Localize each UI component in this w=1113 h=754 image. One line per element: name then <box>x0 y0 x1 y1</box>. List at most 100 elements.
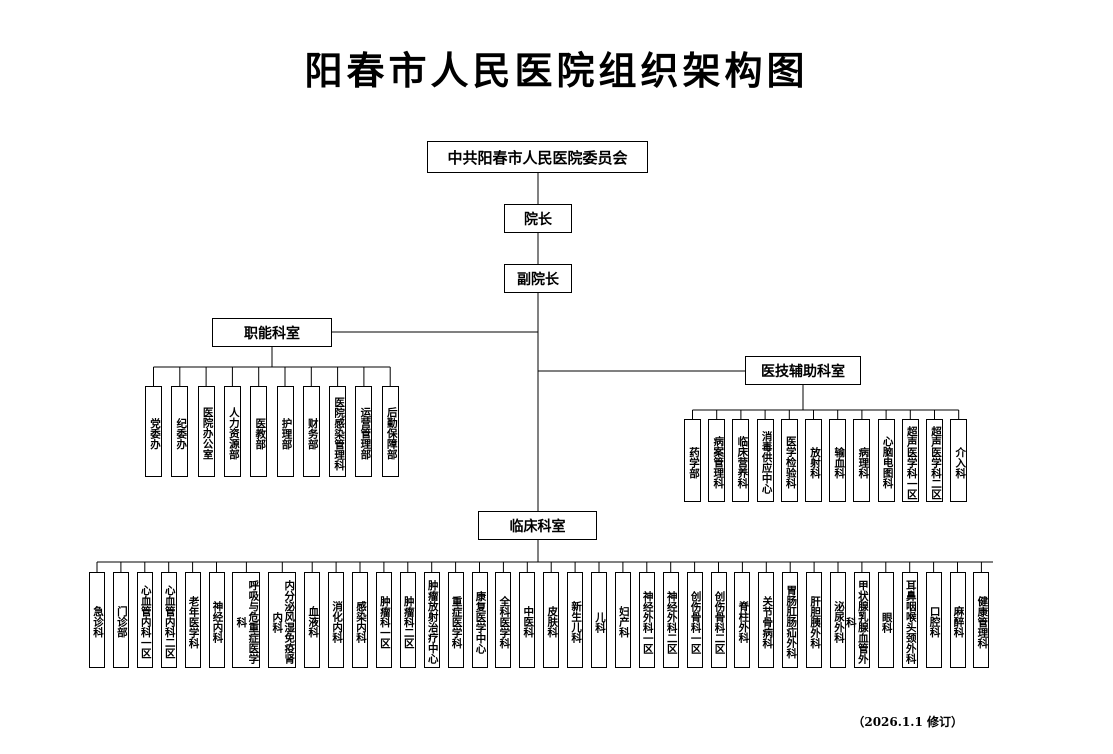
clinical-dept-header: 临床科室 <box>478 511 597 540</box>
president-label: 院长 <box>524 211 552 228</box>
functional-dept-label: 医院办公室 <box>201 407 214 460</box>
clinical-dept-label: 中医科 <box>522 606 535 638</box>
vice-president-box: 副院长 <box>504 264 572 293</box>
clinical-dept-label: 血液科 <box>307 606 320 638</box>
clinical-dept-box: 心血管内科一区 <box>136 572 153 668</box>
party-committee-box: 中共阳春市人民医院委员会 <box>427 141 648 173</box>
clinical-dept-label: 老年医学科 <box>187 595 200 649</box>
clinical-dept-box: 妇产科 <box>614 572 631 668</box>
clinical-dept-box: 泌尿外科 <box>830 572 846 668</box>
medtech-dept-box: 超声医学科二区 <box>926 419 943 502</box>
functional-dept-label: 后勤保障部 <box>385 407 398 460</box>
clinical-dept-label: 消化内科 <box>331 601 344 643</box>
revision-note: （2026.1.1 修订） <box>852 715 963 729</box>
functional-dept-box: 护理部 <box>276 386 294 477</box>
clinical-dept-label: 临床科室 <box>509 518 566 535</box>
clinical-dept-box: 肝胆胰外科 <box>806 572 823 668</box>
medtech-dept-label: 临床营养科 <box>736 436 749 489</box>
medtech-dept-label: 医技辅助科室 <box>761 363 845 380</box>
clinical-dept-label: 麻醉科 <box>952 606 965 638</box>
medtech-dept-label: 医学检验科 <box>784 436 797 489</box>
functional-dept-label: 医院感染管理科 <box>333 396 346 471</box>
clinical-dept-box: 心血管内科二区 <box>160 572 177 668</box>
clinical-dept-label: 耳鼻咽喉头颈外科 <box>904 580 917 664</box>
functional-dept-label: 运营管理部 <box>359 407 372 460</box>
functional-dept-box: 医院感染管理科 <box>329 386 347 477</box>
clinical-dept-box: 创伤骨科二区 <box>710 572 727 668</box>
clinical-dept-box: 呼吸与危重症医学科 <box>232 572 261 668</box>
medtech-dept-box: 临床营养科 <box>732 419 750 502</box>
medtech-dept-box: 心脑电图科 <box>877 419 895 502</box>
clinical-dept-box: 肿瘤科二区 <box>399 572 416 668</box>
medtech-dept-label: 介入科 <box>954 446 967 479</box>
clinical-dept-label: 脊柱外科 <box>737 601 750 643</box>
party-committee-label: 中共阳春市人民医院委员会 <box>447 148 628 167</box>
clinical-dept-box: 重症医学科 <box>447 572 464 668</box>
medtech-dept-box: 医学检验科 <box>780 419 798 502</box>
clinical-dept-label: 儿科 <box>594 611 606 633</box>
clinical-dept-label: 肿瘤科二区 <box>402 595 415 649</box>
clinical-dept-label: 创伤骨科一区 <box>689 590 702 654</box>
clinical-dept-box: 神经外科一区 <box>638 572 655 668</box>
medtech-dept-header: 医技辅助科室 <box>745 356 861 385</box>
clinical-dept-box: 康复医学中心 <box>471 572 488 668</box>
functional-dept-label: 党委办 <box>149 417 161 450</box>
medtech-dept-box: 消毒供应中心 <box>756 419 774 502</box>
page-title: 阳春市人民医院组织架构图 <box>304 48 809 93</box>
functional-dept-label: 职能科室 <box>244 325 300 342</box>
clinical-dept-label: 泌尿外科 <box>833 601 845 643</box>
medtech-dept-box: 药学部 <box>684 419 701 502</box>
clinical-dept-box: 急诊科 <box>89 572 105 668</box>
vice-president-label: 副院长 <box>517 271 559 288</box>
clinical-dept-box: 皮肤科 <box>543 572 560 668</box>
clinical-dept-label: 肝胆胰外科 <box>809 595 822 649</box>
clinical-dept-label: 妇产科 <box>617 606 630 638</box>
functional-dept-label: 人力资源部 <box>227 407 240 460</box>
functional-dept-box: 人力资源部 <box>223 386 241 477</box>
clinical-dept-box: 血液科 <box>304 572 321 668</box>
clinical-dept-box: 眼科 <box>877 572 894 668</box>
clinical-dept-box: 甲状腺乳腺血管外科 <box>845 572 870 668</box>
functional-dept-box: 后勤保障部 <box>381 386 399 477</box>
clinical-dept-label: 健康管理科 <box>976 595 989 649</box>
functional-dept-label: 财务部 <box>306 417 319 450</box>
clinical-dept-box: 耳鼻咽喉头颈外科 <box>901 572 918 668</box>
medtech-dept-label: 心脑电图科 <box>881 436 894 489</box>
clinical-dept-box: 全科医学科 <box>495 572 512 668</box>
clinical-dept-box: 门诊部 <box>112 572 129 668</box>
medtech-dept-label: 病案管理科 <box>712 436 725 489</box>
medtech-dept-box: 病理科 <box>853 419 871 502</box>
medtech-dept-box: 介入科 <box>950 419 968 502</box>
clinical-dept-box: 创伤骨科一区 <box>686 572 703 668</box>
clinical-dept-box: 新生儿科 <box>567 572 584 668</box>
medtech-dept-label: 超声医学科一区 <box>905 425 918 500</box>
clinical-dept-box: 麻醉科 <box>949 572 966 668</box>
medtech-dept-label: 消毒供应中心 <box>760 431 773 494</box>
clinical-dept-box: 肿瘤科一区 <box>375 572 392 668</box>
clinical-dept-label: 胃肠肛肠疝外科 <box>785 585 798 659</box>
clinical-dept-label: 重症医学科 <box>450 595 463 649</box>
clinical-dept-box: 内分泌风湿免疫肾内科 <box>268 572 297 668</box>
clinical-dept-label: 神经外科二区 <box>665 590 678 654</box>
functional-dept-box: 纪委办 <box>171 386 189 477</box>
functional-dept-box: 医教部 <box>250 386 268 477</box>
functional-dept-header: 职能科室 <box>212 318 332 347</box>
clinical-dept-box: 感染内科 <box>352 572 368 668</box>
clinical-dept-label: 呼吸与危重症医学科 <box>235 580 260 664</box>
clinical-dept-box: 消化内科 <box>328 572 345 668</box>
functional-dept-box: 党委办 <box>145 386 162 477</box>
clinical-dept-label: 肿瘤科一区 <box>378 595 391 649</box>
clinical-dept-label: 关节骨病科 <box>761 595 774 649</box>
clinical-dept-label: 神经内科 <box>211 601 224 643</box>
clinical-dept-box: 老年医学科 <box>184 572 201 668</box>
clinical-dept-box: 胃肠肛肠疝外科 <box>782 572 799 668</box>
medtech-dept-label: 输血科 <box>833 446 846 479</box>
clinical-dept-label: 神经外科一区 <box>641 590 654 654</box>
president-box: 院长 <box>504 204 572 233</box>
medtech-dept-label: 放射科 <box>809 446 821 479</box>
clinical-dept-box: 脊柱外科 <box>734 572 751 668</box>
clinical-dept-label: 心血管内科二区 <box>163 585 176 659</box>
medtech-dept-box: 输血科 <box>829 419 847 502</box>
